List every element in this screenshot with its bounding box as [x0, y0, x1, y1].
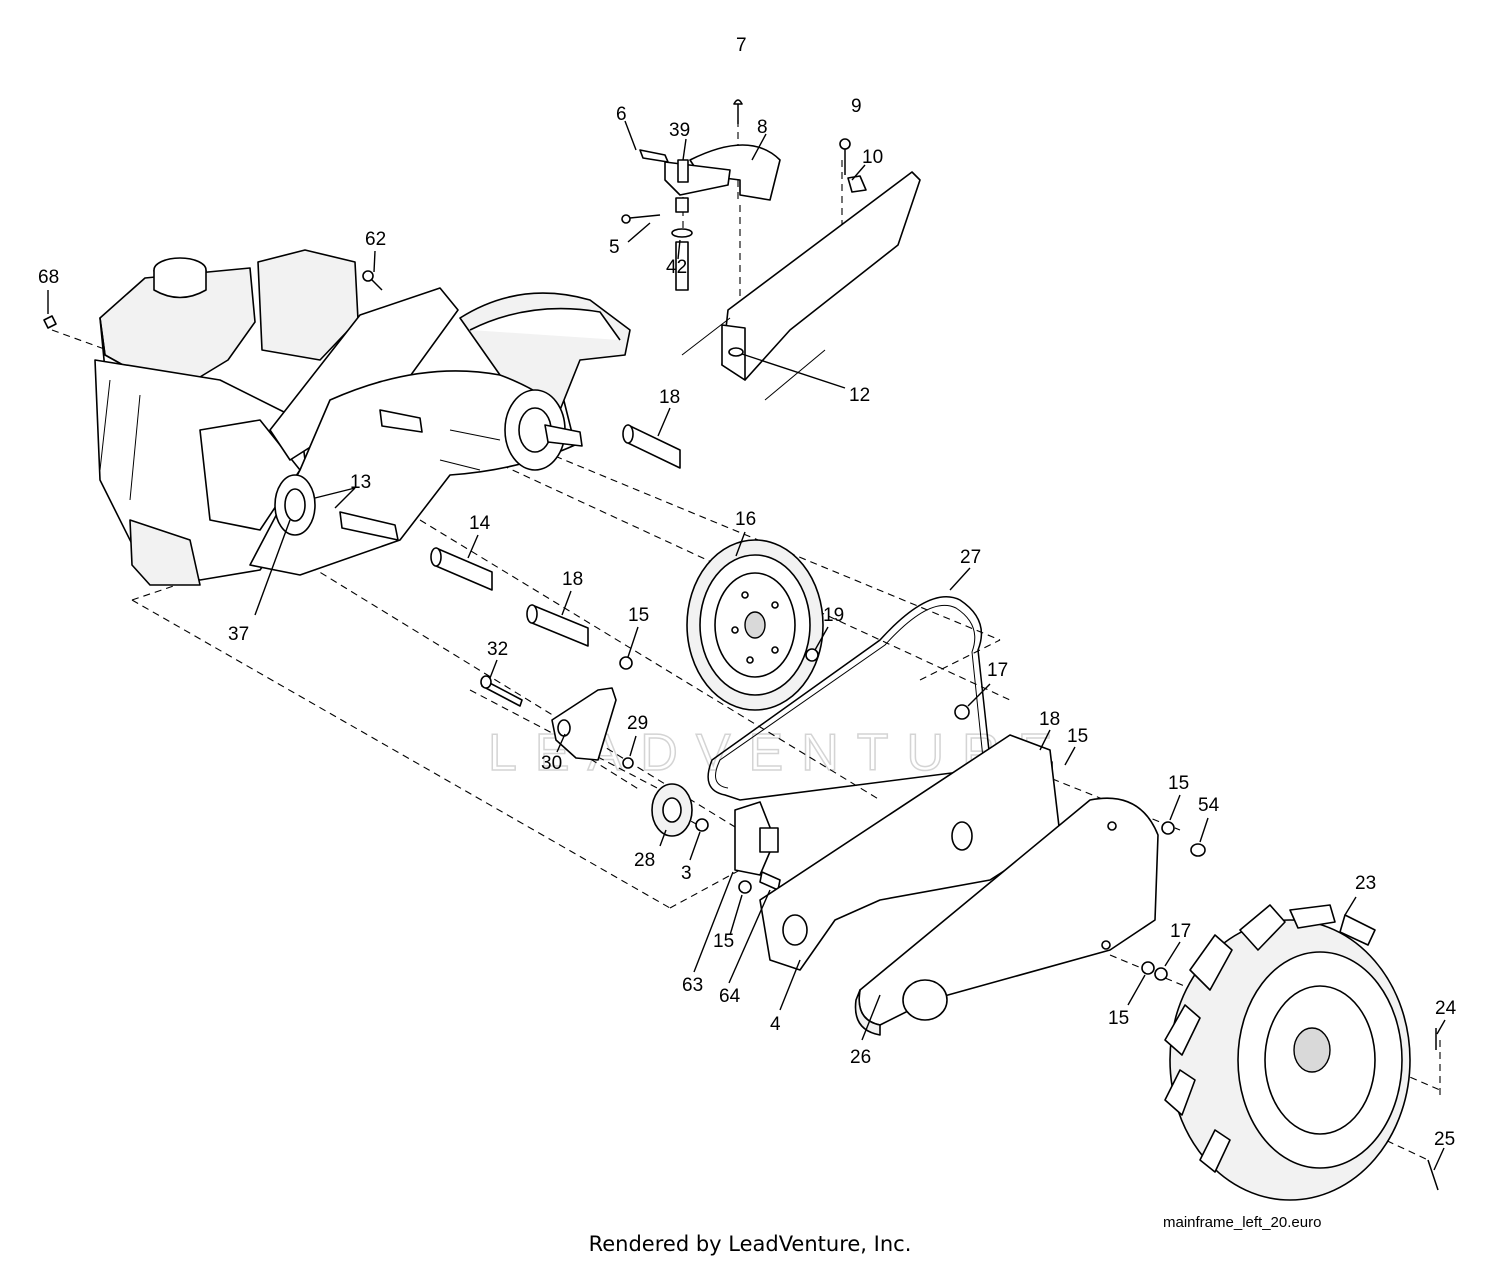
- callout-13: 13: [350, 472, 371, 493]
- callout-15-b: 15: [1067, 726, 1088, 747]
- callout-4: 4: [770, 1014, 781, 1035]
- callout-32: 32: [487, 639, 508, 660]
- callout-8: 8: [757, 117, 768, 138]
- callout-39: 39: [669, 120, 690, 141]
- callout-17-a: 17: [987, 660, 1008, 681]
- callout-54: 54: [1198, 795, 1220, 816]
- callout-62: 62: [365, 229, 386, 250]
- spacers: [430, 424, 1053, 773]
- callout-16: 16: [735, 509, 756, 530]
- callout-15-e: 15: [1108, 1008, 1129, 1029]
- callout-63: 63: [682, 975, 703, 996]
- callout-labels: 7 6 39 8 9 10 5 42 12 62 68 18 13 16 14 …: [38, 35, 1457, 1150]
- callout-14: 14: [469, 513, 491, 534]
- callout-42: 42: [666, 257, 687, 278]
- callout-28: 28: [634, 850, 655, 871]
- callout-19: 19: [823, 605, 844, 626]
- callout-24: 24: [1435, 998, 1457, 1019]
- callout-15-d: 15: [713, 931, 734, 952]
- callout-3: 3: [681, 863, 692, 884]
- callout-5: 5: [609, 237, 620, 258]
- callout-27: 27: [960, 547, 981, 568]
- shield-assembly: [639, 99, 921, 401]
- fasteners: [43, 214, 661, 329]
- callout-25: 25: [1434, 1129, 1455, 1150]
- callout-6: 6: [616, 104, 627, 125]
- callout-7: 7: [736, 35, 747, 56]
- callout-18-upper: 18: [659, 387, 680, 408]
- chain-case: [759, 734, 1206, 1036]
- bracket-63: [734, 801, 781, 894]
- callout-23: 23: [1355, 873, 1376, 894]
- callout-64: 64: [719, 986, 741, 1007]
- callout-15-c: 15: [1168, 773, 1189, 794]
- file-tag: mainframe_left_20.euro: [1163, 1214, 1322, 1231]
- idler-assembly: [480, 648, 970, 837]
- engine: [94, 249, 359, 586]
- callout-37: 37: [228, 624, 249, 645]
- callout-30: 30: [541, 753, 562, 774]
- credit-line: Rendered by LeadVenture, Inc.: [588, 1232, 912, 1256]
- leader-lines: [47, 120, 1446, 1171]
- callout-15-a: 15: [628, 605, 649, 626]
- callout-10: 10: [862, 147, 883, 168]
- wheel-tire: [1164, 904, 1439, 1201]
- callout-68: 68: [38, 267, 59, 288]
- callout-12: 12: [849, 385, 870, 406]
- callout-29: 29: [627, 713, 648, 734]
- main-frame: [249, 287, 631, 576]
- callout-18-lower: 18: [1039, 709, 1060, 730]
- callout-18-middle: 18: [562, 569, 583, 590]
- pulley-16: [686, 539, 824, 711]
- callout-9: 9: [851, 96, 862, 117]
- callout-26: 26: [850, 1047, 871, 1068]
- callout-17-b: 17: [1170, 921, 1191, 942]
